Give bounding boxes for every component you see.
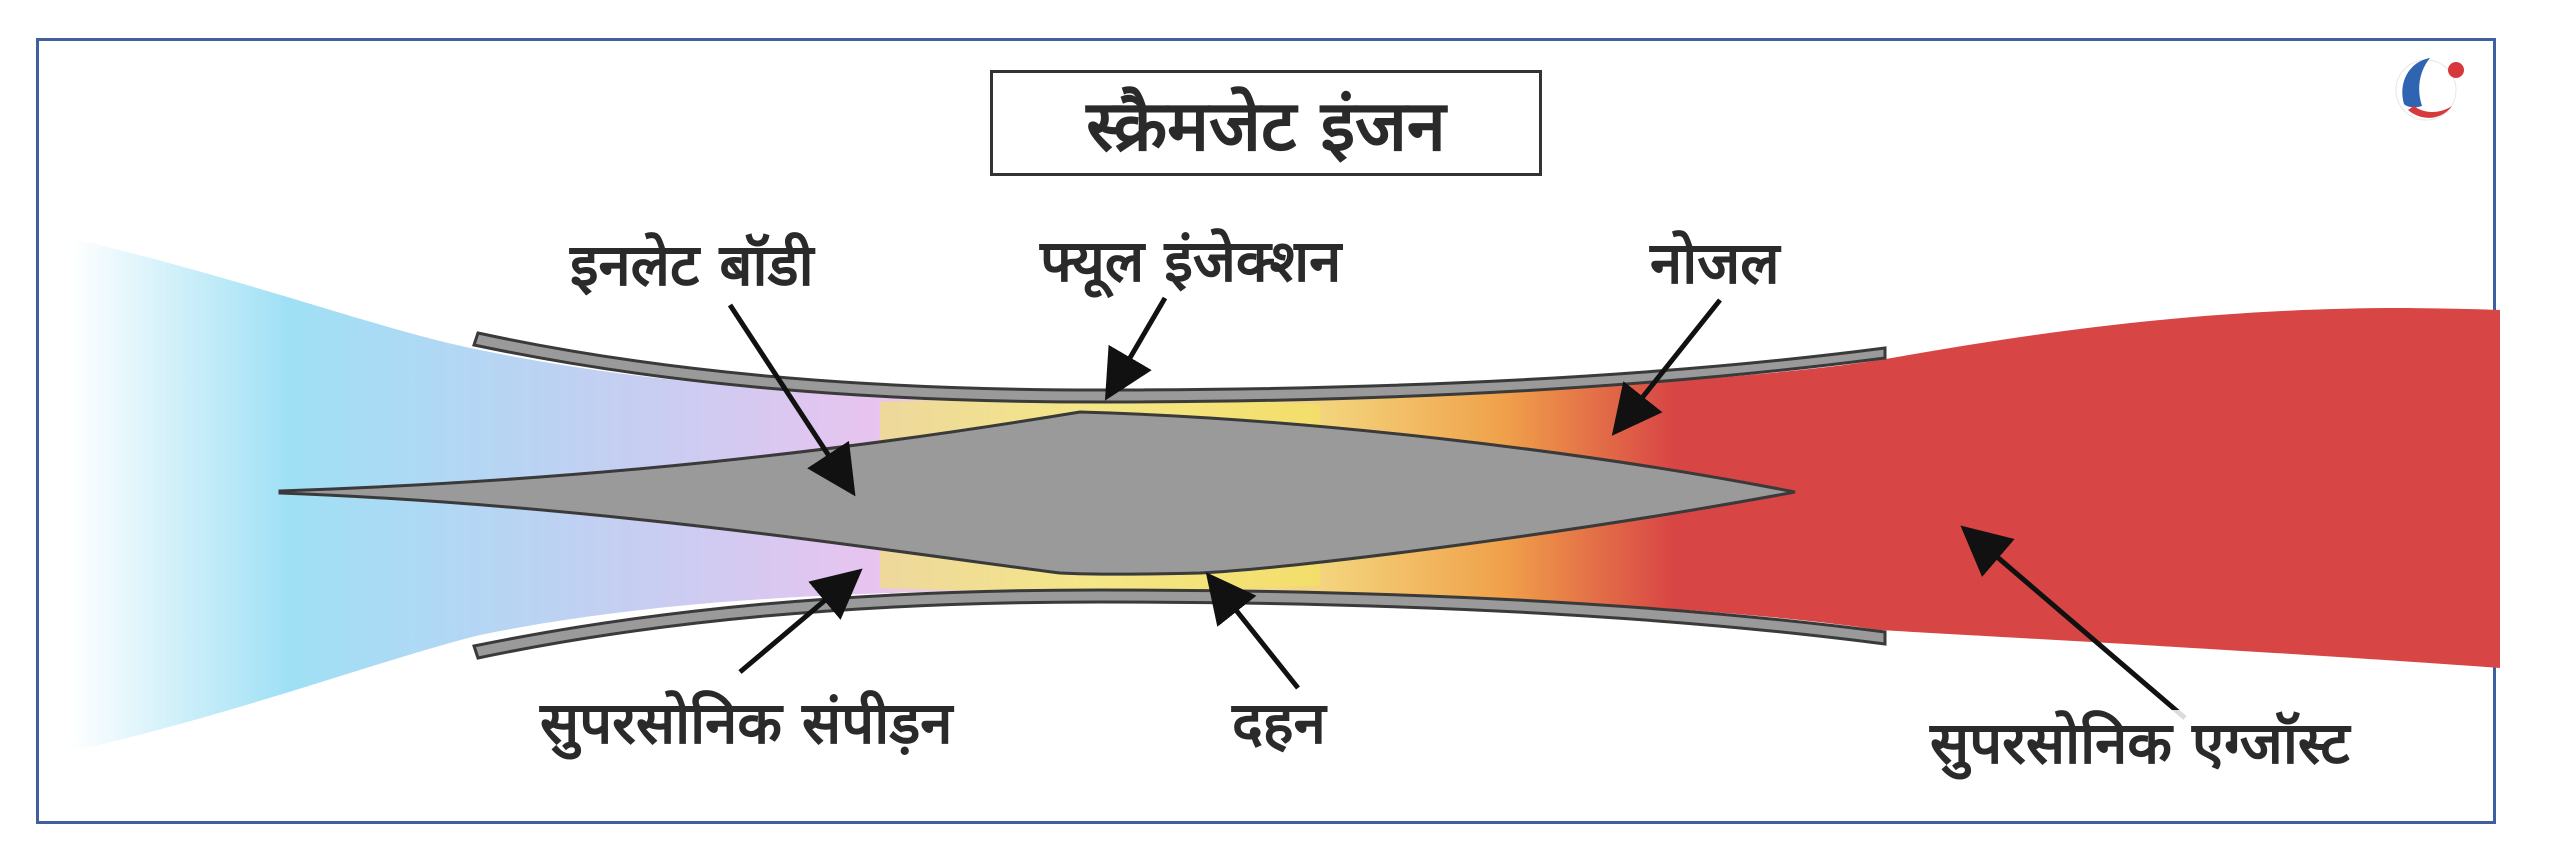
label-supersonic-exhaust: सुपरसोनिक एग्जॉस्ट (1920, 710, 2360, 776)
arrow-combustion (1205, 572, 1300, 690)
label-fuel-injection: फ्यूल इंजेक्शन (1030, 228, 1352, 294)
arrow-fuel-injection (1104, 296, 1168, 401)
brand-logo-icon (2395, 58, 2464, 121)
label-combustion: दहन (1222, 690, 1336, 756)
title-box: स्क्रैमजेट इंजन (990, 70, 1542, 176)
label-nozzle: नोजल (1640, 230, 1790, 296)
inlet-center-body (278, 410, 1796, 576)
arrow-nozzle (1611, 298, 1722, 436)
arrow-inlet-body (727, 303, 856, 497)
arrow-supersonic-compression (738, 568, 863, 674)
label-inlet-body: इनलेट बॉडी (560, 232, 824, 298)
arrow-supersonic-exhaust (1960, 525, 2187, 720)
label-supersonic-compression: सुपरसोनिक संपीड़न (530, 690, 963, 756)
engine-top-wall (472, 331, 1887, 404)
diagram-title: स्क्रैमजेट इंजन (1086, 85, 1446, 167)
